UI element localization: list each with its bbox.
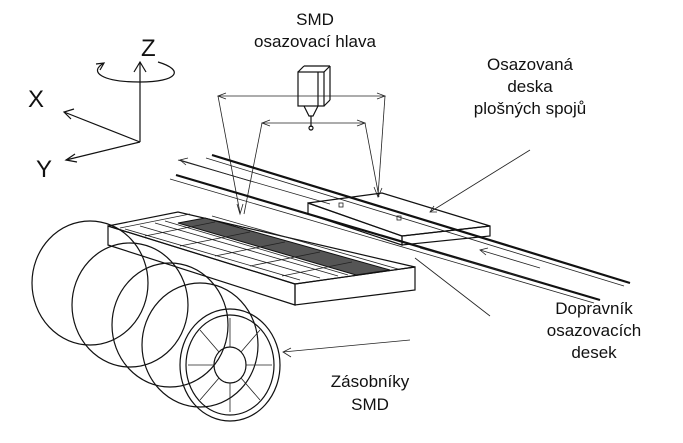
- conveyor-annotation: Dopravník osazovacích desek: [547, 299, 642, 362]
- conveyor-arrow-left: [179, 159, 251, 182]
- axis-system: Z X Y: [28, 35, 175, 183]
- axis-label-x: X: [28, 86, 44, 113]
- reel-4: [141, 282, 259, 408]
- reel-1: [31, 220, 149, 346]
- feeder-reels: [31, 220, 281, 422]
- x-axis-line: [63, 111, 141, 143]
- reel-front: [179, 308, 281, 422]
- conveyor-label-line2: osazovacích: [547, 321, 642, 340]
- pcb-side-right: [401, 225, 491, 246]
- rotation-arrow: [97, 61, 175, 83]
- conveyor-rails: [169, 153, 631, 317]
- head-nozzle-holder: [303, 105, 319, 117]
- pcb-pad-1: [338, 202, 344, 208]
- reel-3: [111, 262, 229, 388]
- pcb-label-line2: deska: [507, 77, 553, 96]
- y-axis-arrowhead: [64, 153, 78, 163]
- active-tape-strip: [177, 217, 391, 276]
- reel-2: [71, 242, 189, 368]
- feeder-label-line1: Zásobníky: [331, 372, 410, 391]
- feeder-leader-line: [282, 339, 411, 353]
- conveyor-arrow-right: [479, 249, 541, 269]
- x-axis-arrowhead: [62, 108, 75, 120]
- head-label-line2: osazovací hlava: [254, 32, 376, 51]
- head-body: [297, 71, 325, 107]
- conveyor-label-line3: desek: [571, 343, 617, 362]
- axis-label-z: Z: [141, 35, 156, 62]
- conveyor-label-line1: Dopravník: [555, 299, 633, 318]
- rotation-arrowhead: [95, 62, 106, 71]
- y-axis-line: [65, 141, 141, 161]
- pcb-board: Osazovaná deska plošných spojů: [307, 55, 586, 246]
- feeder-annotation: Zásobníky SMD: [282, 339, 411, 414]
- head-label-line1: SMD: [296, 10, 334, 29]
- rail-back-1: [211, 153, 631, 285]
- pcb-pad-2: [396, 215, 402, 221]
- pcb-label-line1: Osazovaná: [487, 55, 574, 74]
- reel-hub: [213, 346, 247, 384]
- axis-label-y: Y: [36, 156, 52, 183]
- placement-head: SMD osazovací hlava: [254, 10, 376, 131]
- z-axis-arrowhead: [133, 60, 147, 73]
- feeder-label-line2: SMD: [351, 395, 389, 414]
- feeder-bank: [107, 211, 416, 306]
- pcb-leader-line: [429, 149, 531, 213]
- pcb-label-line3: plošných spojů: [474, 99, 586, 118]
